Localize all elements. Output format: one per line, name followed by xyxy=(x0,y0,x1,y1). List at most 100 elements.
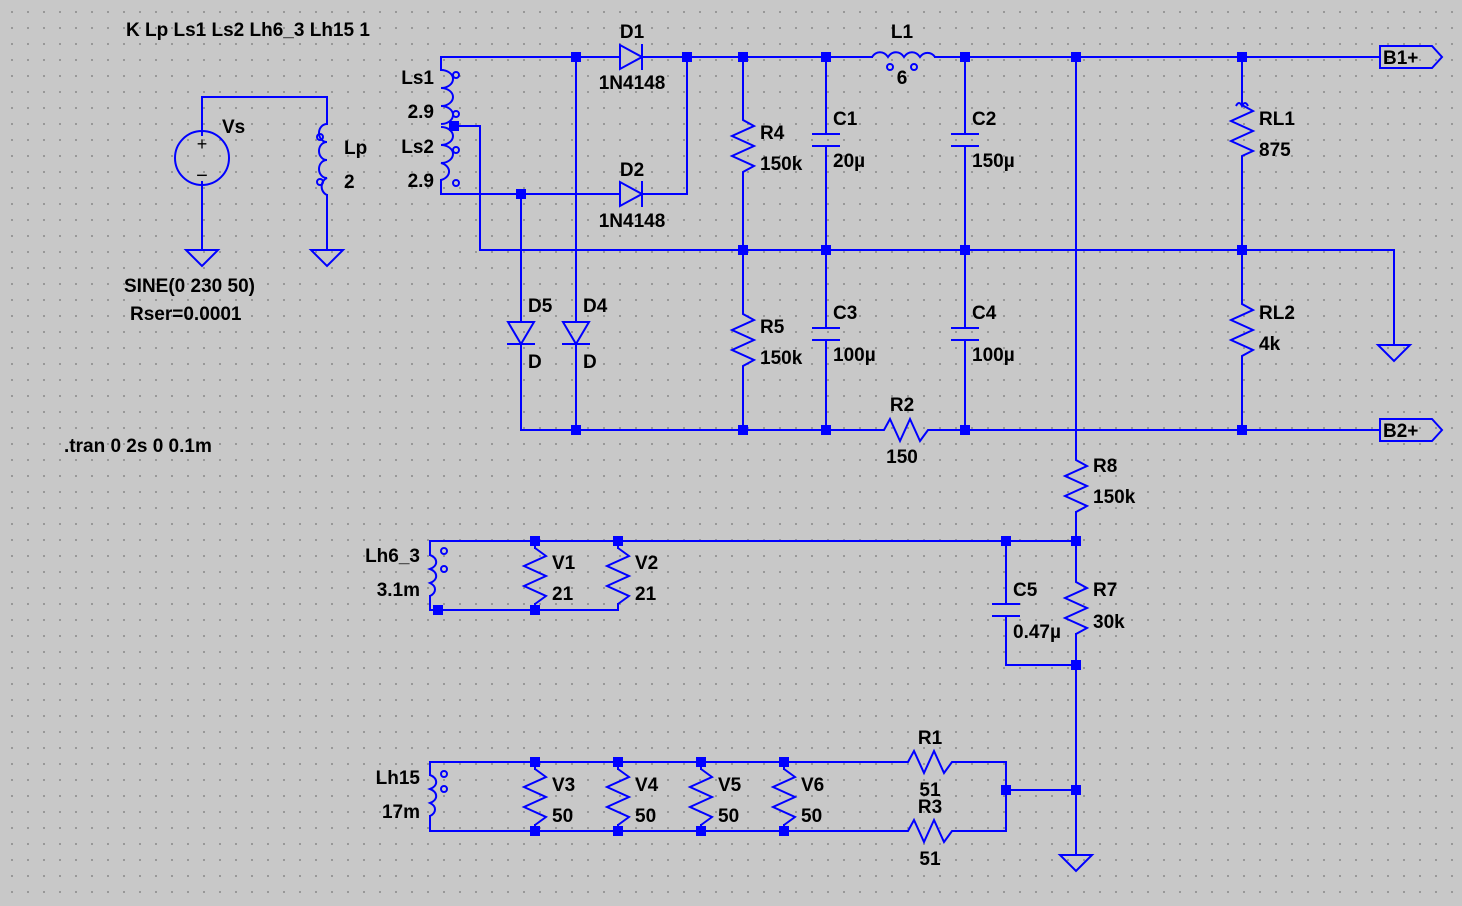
ground-icon xyxy=(1057,854,1095,873)
polarity-dot-icon xyxy=(440,785,448,793)
resistor-v3[interactable] xyxy=(521,768,549,826)
coupling-directive[interactable]: K Lp Ls1 Ls2 Lh6_3 Lh15 1 xyxy=(126,20,370,41)
resistor-r8[interactable] xyxy=(1062,452,1090,513)
v6-value: 50 xyxy=(801,806,822,827)
wire-h6-top xyxy=(429,540,1077,556)
tran-directive[interactable]: .tran 0 2s 0 0.1m xyxy=(64,436,212,457)
v1-name: V1 xyxy=(552,553,576,574)
junction xyxy=(960,425,970,435)
junction xyxy=(530,826,540,836)
polarity-dot-icon xyxy=(452,110,460,118)
junction xyxy=(571,425,581,435)
v2-value: 21 xyxy=(635,584,657,605)
junction xyxy=(1071,660,1081,670)
wire-vs-lp-top xyxy=(201,96,328,136)
inductor-ls1[interactable] xyxy=(440,69,460,125)
v5-value: 50 xyxy=(718,806,739,827)
net-label-b1-text: B1+ xyxy=(1383,48,1418,69)
v4-value: 50 xyxy=(635,806,656,827)
junction xyxy=(530,757,540,767)
lh6-3-value: 3.1m xyxy=(377,580,420,601)
junction xyxy=(738,245,748,255)
inductor-l1[interactable] xyxy=(871,51,936,71)
capacitor-c1[interactable] xyxy=(812,133,840,147)
junction xyxy=(738,425,748,435)
ls1-name: Ls1 xyxy=(401,68,434,89)
r8-value: 150k xyxy=(1093,487,1136,508)
lp-value: 2 xyxy=(344,172,355,193)
junction xyxy=(530,605,540,615)
polarity-dot-icon xyxy=(440,770,448,778)
junction xyxy=(960,52,970,62)
resistor-r3[interactable] xyxy=(904,817,956,845)
resistor-rl1[interactable] xyxy=(1228,97,1256,160)
resistor-r1[interactable] xyxy=(904,748,956,776)
voltage-source-vs[interactable]: + − xyxy=(174,130,230,187)
net-label-b2[interactable]: B2+ xyxy=(1379,418,1444,442)
d2-value: 1N4148 xyxy=(599,211,666,232)
capacitor-c3[interactable] xyxy=(812,327,840,341)
inductor-lh15[interactable] xyxy=(427,770,448,817)
junction xyxy=(821,245,831,255)
resistor-r2[interactable] xyxy=(876,416,932,444)
junction xyxy=(1237,245,1247,255)
c5-name: C5 xyxy=(1013,580,1038,601)
d5-value: D xyxy=(528,352,542,373)
junction xyxy=(433,605,443,615)
wire-center-tap-ground xyxy=(453,125,1395,346)
diode-d2[interactable] xyxy=(619,180,645,208)
resistor-rl2[interactable] xyxy=(1228,296,1256,360)
ground-icon xyxy=(1375,344,1413,363)
junction xyxy=(1001,785,1011,795)
resistor-r5[interactable] xyxy=(729,306,757,376)
polarity-dot-icon xyxy=(440,565,448,573)
ground-symbols xyxy=(183,249,1413,873)
ground-icon xyxy=(308,249,346,268)
resistor-v5[interactable] xyxy=(687,768,715,826)
inductor-ls2[interactable] xyxy=(440,110,460,187)
inductor-lp[interactable] xyxy=(316,123,328,196)
resistor-v4[interactable] xyxy=(604,768,632,826)
junction xyxy=(821,425,831,435)
resistor-r4[interactable] xyxy=(729,112,757,182)
junction xyxy=(696,826,706,836)
ls1-value: 2.9 xyxy=(408,102,434,123)
vs-name: Vs xyxy=(222,117,245,138)
junction xyxy=(682,52,692,62)
polarity-dot-icon xyxy=(316,178,324,186)
junction xyxy=(613,536,623,546)
junction xyxy=(1237,425,1247,435)
diode-d5[interactable] xyxy=(506,321,536,346)
resistor-v2[interactable] xyxy=(604,547,632,605)
polarity-dot-icon xyxy=(886,63,894,71)
inductor-lh6-3[interactable] xyxy=(427,547,448,597)
r1-value: 51 xyxy=(919,780,941,801)
r3-name: R3 xyxy=(918,797,942,818)
resistor-r7[interactable] xyxy=(1062,574,1090,635)
rl1-name: RL1 xyxy=(1259,109,1295,130)
v1-value: 21 xyxy=(552,584,574,605)
c2-value: 150µ xyxy=(972,151,1015,172)
capacitor-c2[interactable] xyxy=(951,133,979,147)
lh6-3-name: Lh6_3 xyxy=(365,546,420,567)
v5-name: V5 xyxy=(718,775,742,796)
capacitor-c4[interactable] xyxy=(951,327,979,341)
v2-name: V2 xyxy=(635,553,658,574)
resistor-v1[interactable] xyxy=(521,547,549,605)
variable-resistor-arrow-icon xyxy=(1235,102,1249,109)
r1-name: R1 xyxy=(918,728,943,749)
wire-h15-top xyxy=(429,761,905,776)
capacitor-c5[interactable] xyxy=(992,603,1020,617)
resistor-v6[interactable] xyxy=(770,768,798,826)
diode-d4[interactable] xyxy=(561,321,591,346)
r3-value: 51 xyxy=(919,849,941,870)
c3-value: 100µ xyxy=(833,345,876,366)
v3-value: 50 xyxy=(552,806,573,827)
c1-value: 20µ xyxy=(833,151,865,172)
junction xyxy=(1071,536,1081,546)
vs-rser: Rser=0.0001 xyxy=(130,304,242,325)
diode-d1[interactable] xyxy=(619,43,645,71)
net-label-b1[interactable]: B1+ xyxy=(1379,45,1444,69)
junction xyxy=(779,826,789,836)
